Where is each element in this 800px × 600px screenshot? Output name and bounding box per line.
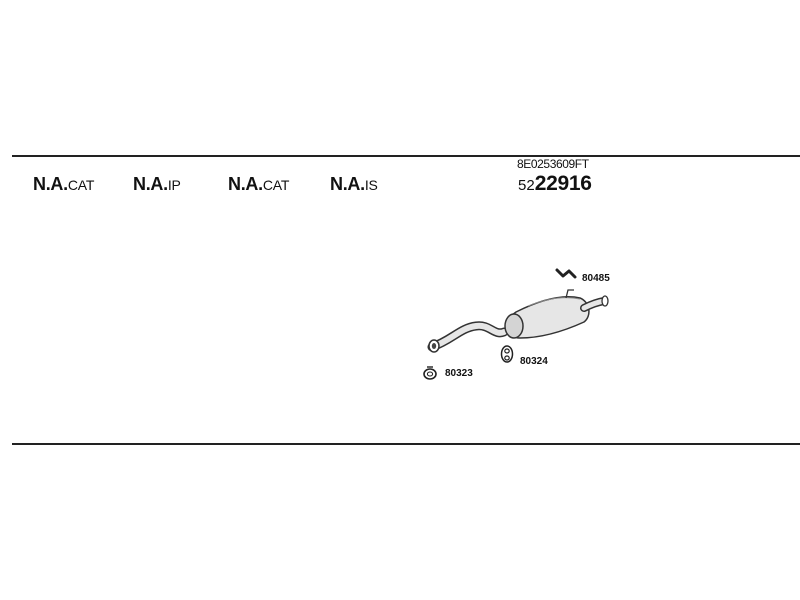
oe-number: 8E0253609FT <box>517 157 589 171</box>
bottom-divider-line <box>12 443 800 445</box>
top-divider-line <box>12 155 800 157</box>
na-suffix-text: CAT <box>67 177 95 193</box>
rubber-mount-icon[interactable] <box>500 345 514 363</box>
na-suffix-text: CAT <box>262 177 290 193</box>
tail-pipe-outlet <box>601 295 609 307</box>
na-cat-label-1: N.A.CAT <box>33 173 94 197</box>
silencer-hanger-bracket <box>565 289 574 299</box>
part-number-prefix: 52 <box>518 177 535 194</box>
na-suffix-text: IP <box>167 177 181 193</box>
na-is-label: N.A.IS <box>330 173 378 197</box>
accessory-code-80485[interactable]: 80485 <box>582 273 610 284</box>
silencer-front-cap <box>504 313 524 339</box>
na-strong-text: N.A. <box>33 174 68 194</box>
clamp-icon[interactable] <box>555 268 577 279</box>
intermediate-pipe <box>427 321 509 353</box>
na-ip-label: N.A.IP <box>133 173 181 197</box>
part-number[interactable]: 5222916 <box>518 171 592 199</box>
rear-silencer <box>504 289 609 339</box>
accessory-code-80324[interactable]: 80324 <box>520 356 548 367</box>
na-strong-text: N.A. <box>133 174 168 194</box>
pipe-inlet-opening <box>431 343 437 349</box>
na-cat-label-2: N.A.CAT <box>228 173 289 197</box>
na-strong-text: N.A. <box>228 174 263 194</box>
na-strong-text: N.A. <box>330 174 365 194</box>
na-suffix-text: IS <box>364 177 378 193</box>
rubber-ring-icon[interactable] <box>423 366 437 380</box>
accessory-code-80323[interactable]: 80323 <box>445 368 473 379</box>
part-number-main: 22916 <box>534 172 592 195</box>
